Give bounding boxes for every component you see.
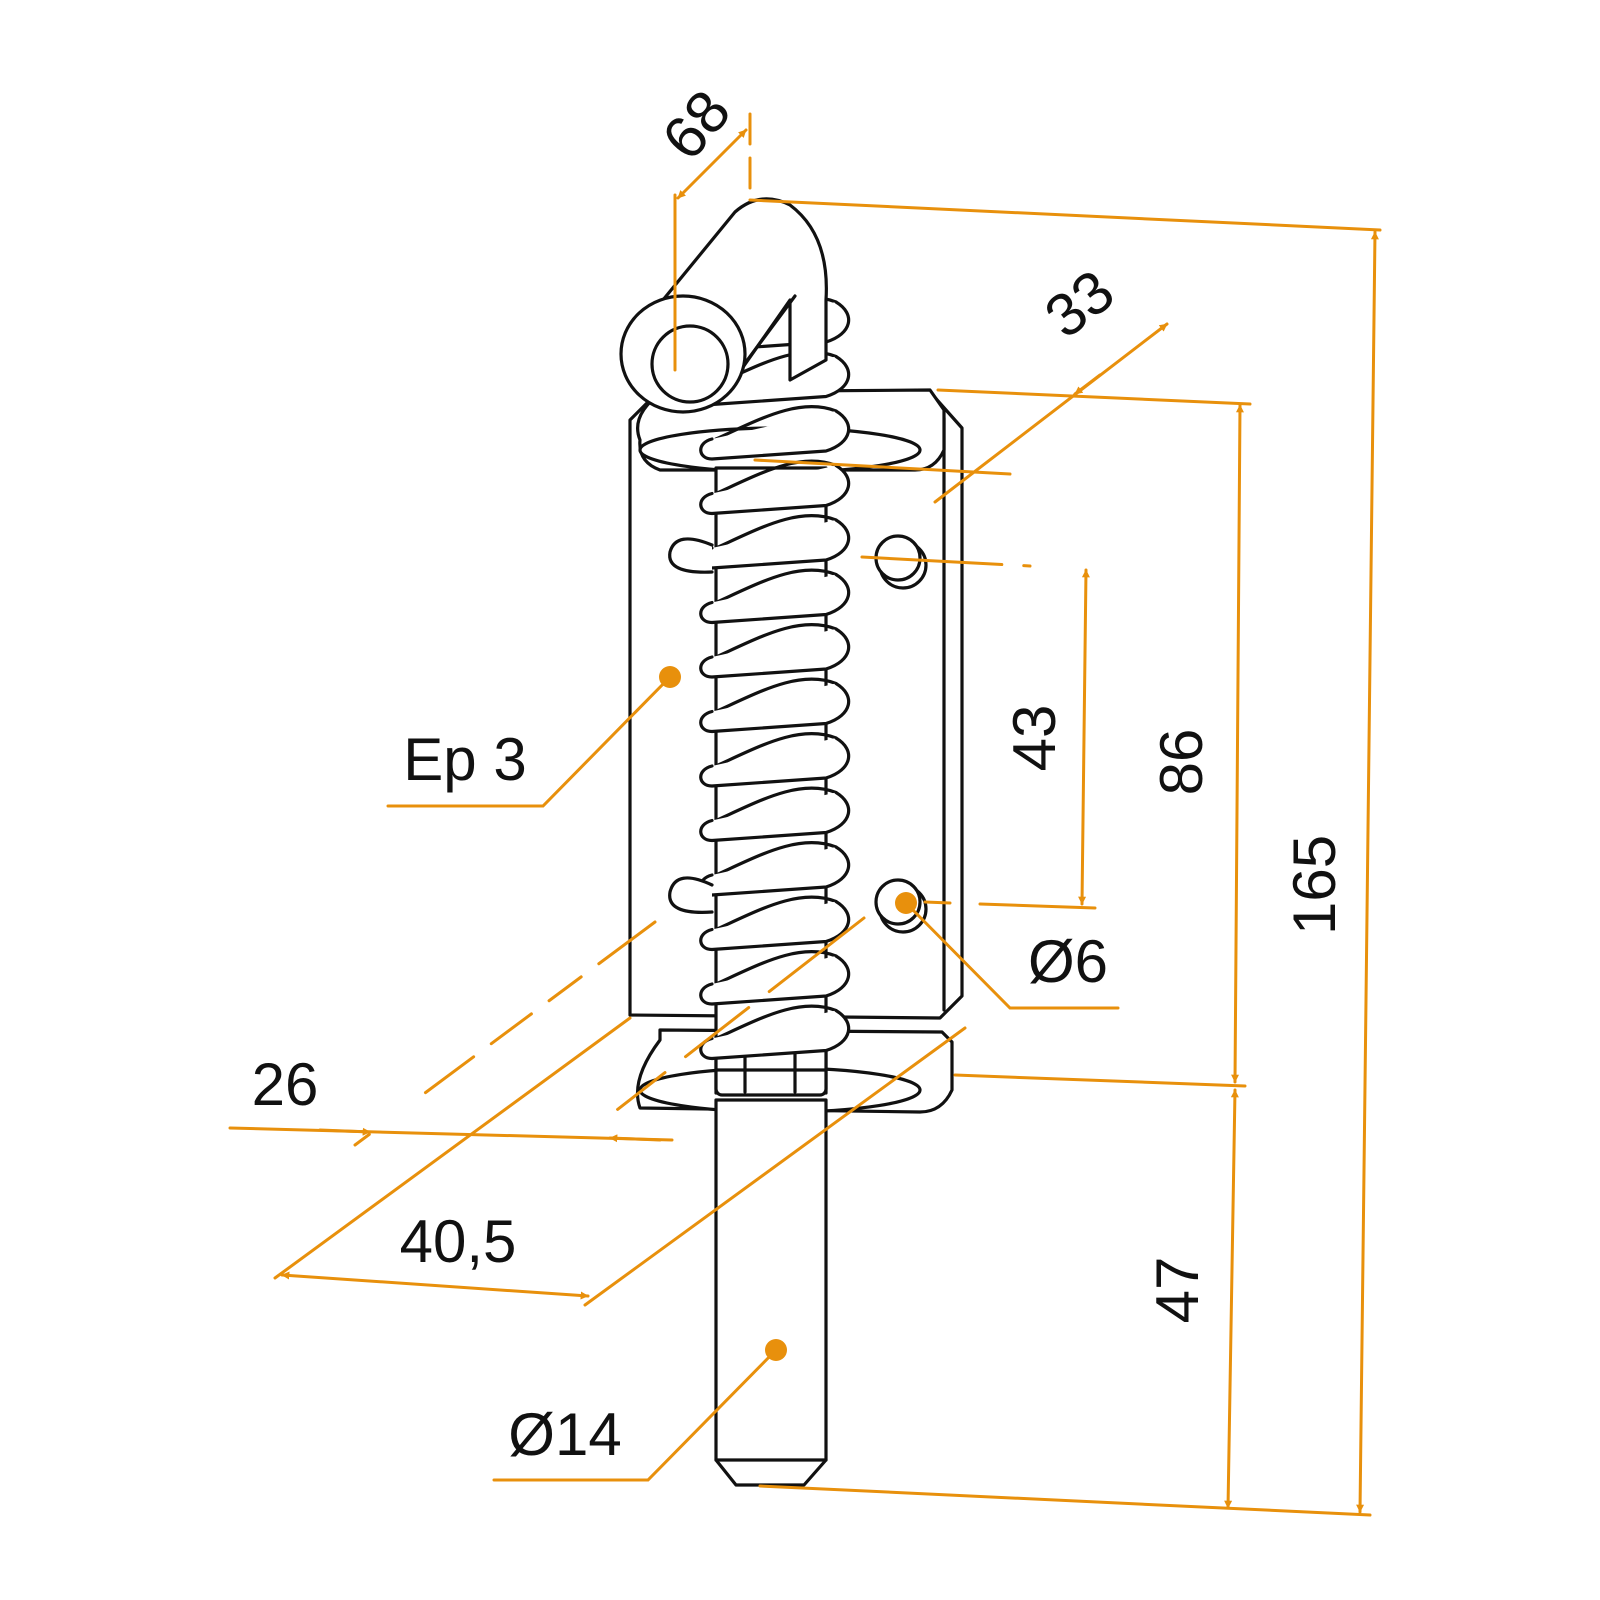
dim-extension-line (748, 198, 1382, 232)
spring-hook-top (668, 537, 714, 574)
spring-coil-back (714, 405, 838, 441)
label-43: 43 (1001, 705, 1068, 772)
dim-extension-line (553, 916, 866, 1160)
label-pin-diameter: Ø14 (508, 1401, 621, 1468)
label-47: 47 (1144, 1257, 1211, 1324)
dim-line-26 (228, 1126, 674, 1142)
spring-coil (699, 409, 851, 461)
dim-extension-line (936, 388, 1252, 406)
label-26: 26 (252, 1051, 319, 1118)
spring-bolt-part (619, 197, 964, 1487)
dim-arrow-33 (1073, 373, 1102, 396)
spring-coil-back (714, 514, 838, 550)
spring-coil-back (714, 677, 838, 714)
spring-coil-back (714, 568, 838, 605)
dim-extension-line (583, 1026, 967, 1307)
label-thickness: Ep 3 (403, 726, 526, 793)
dim-arrow-26-left (318, 1127, 372, 1136)
dim-line-47 (1224, 1088, 1239, 1510)
handle-knob-inner (650, 324, 730, 404)
dim-extension-line (860, 555, 1032, 568)
spring-coil (699, 572, 851, 625)
leader-line-hole (904, 901, 1120, 1010)
dimension-lines (228, 112, 1382, 1517)
dim-line-43 (1078, 568, 1090, 906)
dim-line-86 (1231, 403, 1244, 1084)
dim-line-68 (676, 128, 748, 200)
dim-extension-line (353, 920, 657, 1147)
spring-coil (699, 463, 851, 516)
spring-coil (699, 681, 851, 734)
spring-coil-back (714, 732, 838, 768)
label-40-5: 40,5 (400, 1208, 517, 1275)
spring-coil (699, 790, 851, 843)
spring-coil-back (714, 895, 838, 932)
spring-coil (699, 954, 851, 1006)
dim-line-165 (1356, 230, 1379, 1514)
spring-coil-back (714, 786, 838, 823)
spring-coil-back (714, 950, 838, 986)
spring-coil-back (714, 623, 838, 659)
leader-line-thickness (386, 675, 672, 808)
dim-extension-line (273, 1016, 632, 1280)
dim-extension-line (758, 1484, 1372, 1517)
spring-coil (699, 899, 851, 952)
spring-hook-bottom (668, 876, 714, 914)
label-hole-diameter: Ø6 (1028, 928, 1108, 995)
spring-coil-back (714, 459, 838, 496)
pin-shaft (714, 1098, 828, 1487)
dim-arrow-26-right (608, 1134, 662, 1143)
label-86: 86 (1148, 729, 1215, 796)
spring-coil-back (714, 1004, 838, 1041)
label-68: 68 (649, 78, 743, 172)
dim-extension-line (923, 900, 1097, 910)
spring-coil (699, 736, 851, 788)
dim-extension-line (953, 1073, 1247, 1088)
leader-line-pin (492, 1348, 778, 1482)
spring-coil-back (714, 841, 838, 877)
label-165: 165 (1281, 835, 1348, 935)
dim-extension-line (753, 458, 1012, 476)
spring-coil (699, 627, 851, 679)
dim-line-33 (933, 322, 1169, 504)
label-33: 33 (1032, 257, 1126, 351)
handle-bend-line (738, 294, 797, 372)
dim-line-40-5 (280, 1271, 590, 1300)
